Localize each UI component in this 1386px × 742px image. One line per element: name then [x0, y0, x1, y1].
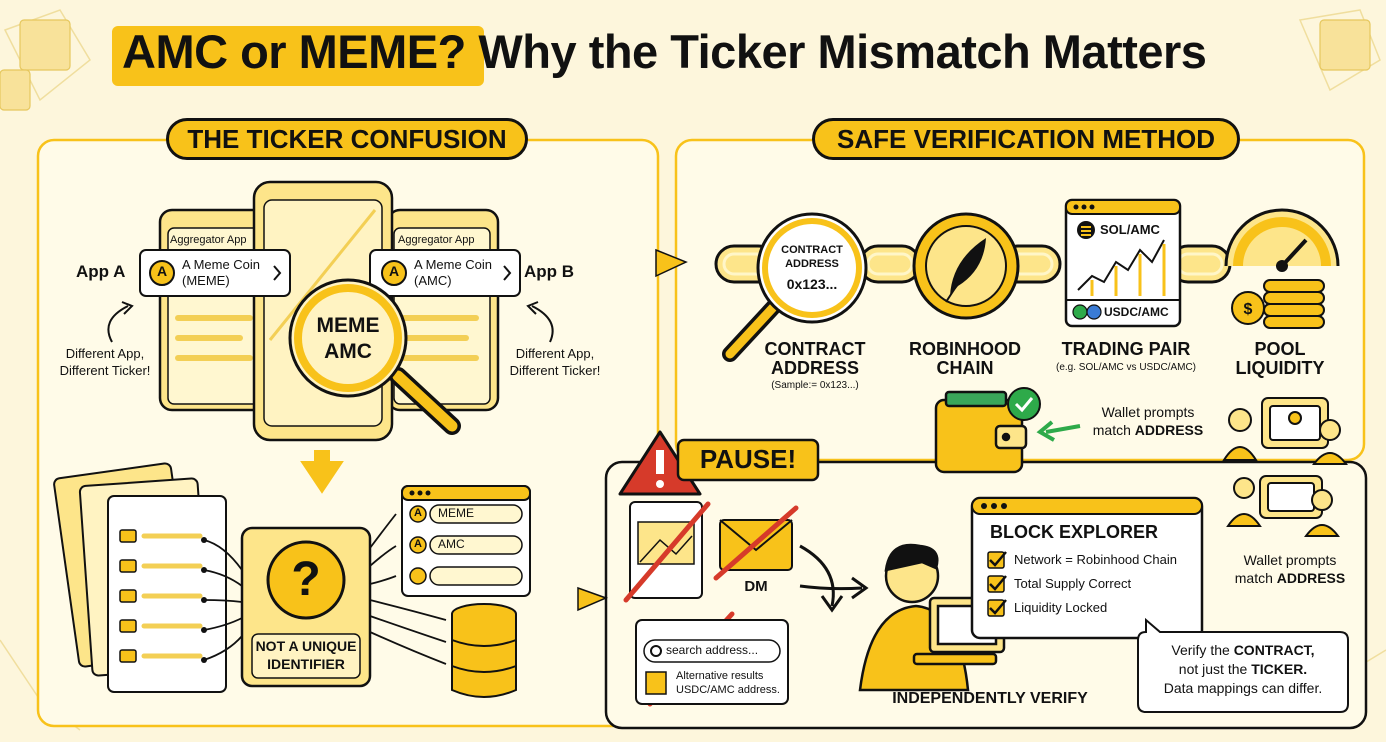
- search-result-line2: USDC/AMC address.: [676, 684, 780, 696]
- usdc-icon: [1072, 304, 1088, 320]
- step-4-line1: POOL: [1254, 339, 1306, 359]
- result-item-2: AMC: [438, 537, 465, 551]
- token-card-a: [139, 249, 291, 297]
- database-icon: [451, 603, 517, 698]
- wallet-note2-line2-pre: match: [1234, 570, 1277, 586]
- right-panel-header: SAFE VERIFICATION METHOD: [812, 118, 1240, 160]
- pair-bottom: USDC/AMC: [1104, 305, 1169, 319]
- title-rest-text: Why the Ticker Mismatch Matters: [465, 25, 1207, 78]
- explorer-check-3: Liquidity Locked: [1014, 600, 1108, 615]
- panel-arrow-top: [655, 248, 688, 278]
- question-icon: [266, 540, 346, 620]
- pause-footer: INDEPENDENTLY VERIFY: [892, 690, 1088, 707]
- app-a-label: App A: [76, 262, 126, 281]
- wallet-note2-line2: match ADDRESS: [1220, 570, 1360, 586]
- search-result-line1: Alternative results: [676, 670, 764, 682]
- token-a-icon-letter: A: [156, 263, 168, 279]
- result-item-1: MEME: [438, 506, 474, 520]
- verify-line1: Verify the CONTRACT,: [1140, 642, 1346, 658]
- check-badge: [1007, 387, 1041, 421]
- step-4-line2: LIQUIDITY: [1235, 358, 1325, 378]
- coins-icon: [1231, 279, 1325, 329]
- explorer-check-2: Total Supply Correct: [1014, 576, 1132, 591]
- app-b-note-line1: Different App,: [515, 346, 595, 361]
- verify-line3: Data mappings can differ.: [1163, 680, 1323, 696]
- token-b-ticker: (AMC): [414, 273, 452, 288]
- app-b-note-line2: Different Ticker!: [509, 363, 601, 378]
- title-highlight: [112, 26, 484, 86]
- svg-text:$: $: [1244, 301, 1253, 318]
- wallet-note2-line2-bold: ADDRESS: [1276, 570, 1346, 586]
- wallet-note-line2-bold: ADDRESS: [1134, 422, 1204, 438]
- left-panel-header: THE TICKER CONFUSION: [166, 118, 528, 160]
- people-screen-bottom: [1226, 475, 1340, 537]
- people-screen-top: [1222, 397, 1348, 465]
- wallet-note-line2: match ADDRESS: [1080, 422, 1216, 438]
- explorer-check-1: Network = Robinhood Chain: [1014, 552, 1177, 567]
- wallet-note2-line1: Wallet prompts: [1243, 552, 1337, 568]
- title-highlight-text: AMC or MEME?: [122, 25, 466, 78]
- question-mark: ?: [291, 553, 321, 606]
- identifier-line1: NOT A UNIQUE: [255, 638, 357, 654]
- step-1-sub: (Sample:= 0x123...): [771, 380, 859, 391]
- token-b-icon-letter: A: [388, 263, 400, 279]
- gauge-icon: [1224, 208, 1340, 272]
- identifier-line2: IDENTIFIER: [267, 656, 345, 672]
- pause-tag: [676, 438, 820, 482]
- verify-line2: not just the TICKER.: [1140, 661, 1346, 677]
- explorer-title: BLOCK EXPLORER: [990, 522, 1159, 542]
- step-1-line2: ADDRESS: [770, 358, 859, 378]
- app-a-card-title: Aggregator App: [170, 234, 247, 246]
- contract-lens-line1: CONTRACT: [781, 244, 843, 256]
- pair-top: SOL/AMC: [1100, 222, 1160, 237]
- search-icon: [650, 645, 662, 657]
- app-b-label: App B: [524, 262, 575, 281]
- panel-arrow-bottom: [577, 586, 609, 612]
- search-input: search address...: [666, 643, 759, 657]
- app-a-note-line2: Different Ticker!: [59, 363, 151, 378]
- flow-arrow-2: [799, 584, 863, 591]
- app-a-note-line1: Different App,: [65, 346, 145, 361]
- token-card-b: [369, 249, 521, 297]
- token-b-name: A Meme Coin: [414, 257, 493, 272]
- contract-lens: [756, 212, 868, 324]
- step-1-line1: CONTRACT: [764, 339, 866, 359]
- explorer-window: [970, 496, 1204, 640]
- token-a-name: A Meme Coin: [182, 257, 261, 272]
- price-line: [1077, 239, 1165, 291]
- token-a-ticker: (MEME): [182, 273, 230, 288]
- step-2-line1: ROBINHOOD: [909, 339, 1021, 359]
- step-2-line2: CHAIN: [936, 358, 994, 378]
- page-title: AMC or MEME? Why the Ticker Mismatch Mat…: [122, 24, 1207, 79]
- verify-line2-pre: not just the: [1178, 661, 1252, 677]
- result-a-letter-2: A: [414, 538, 422, 550]
- step-3-line1: TRADING PAIR: [1061, 339, 1191, 359]
- wallet-note-line1: Wallet prompts: [1101, 404, 1195, 420]
- contract-lens-line2: ADDRESS: [785, 258, 839, 270]
- magnifier-text-1: MEME: [316, 314, 380, 337]
- step-3-sub: (e.g. SOL/AMC vs USDC/AMC): [1055, 362, 1197, 373]
- result-a-letter-1: A: [414, 507, 422, 519]
- app-b-card-title: Aggregator App: [398, 234, 475, 246]
- verify-line1-bold: CONTRACT,: [1233, 642, 1315, 658]
- verify-callout: [1137, 617, 1349, 713]
- magnifier-lens: [288, 278, 408, 398]
- wallet-icon: [934, 390, 1028, 474]
- contract-lens-value: 0x123...: [786, 276, 838, 292]
- decor-cubes: [0, 19, 1371, 111]
- wallet-arrow: [1045, 424, 1081, 434]
- wallet-note-line2-pre: match: [1092, 422, 1135, 438]
- verify-line2-bold: TICKER.: [1251, 661, 1308, 677]
- pause-label: PAUSE!: [699, 444, 797, 474]
- dm-label: DM: [744, 578, 768, 595]
- magnifier-text-2: AMC: [324, 340, 372, 363]
- flow-arrow-1: [799, 544, 835, 607]
- verify-line1-pre: Verify the: [1171, 642, 1234, 658]
